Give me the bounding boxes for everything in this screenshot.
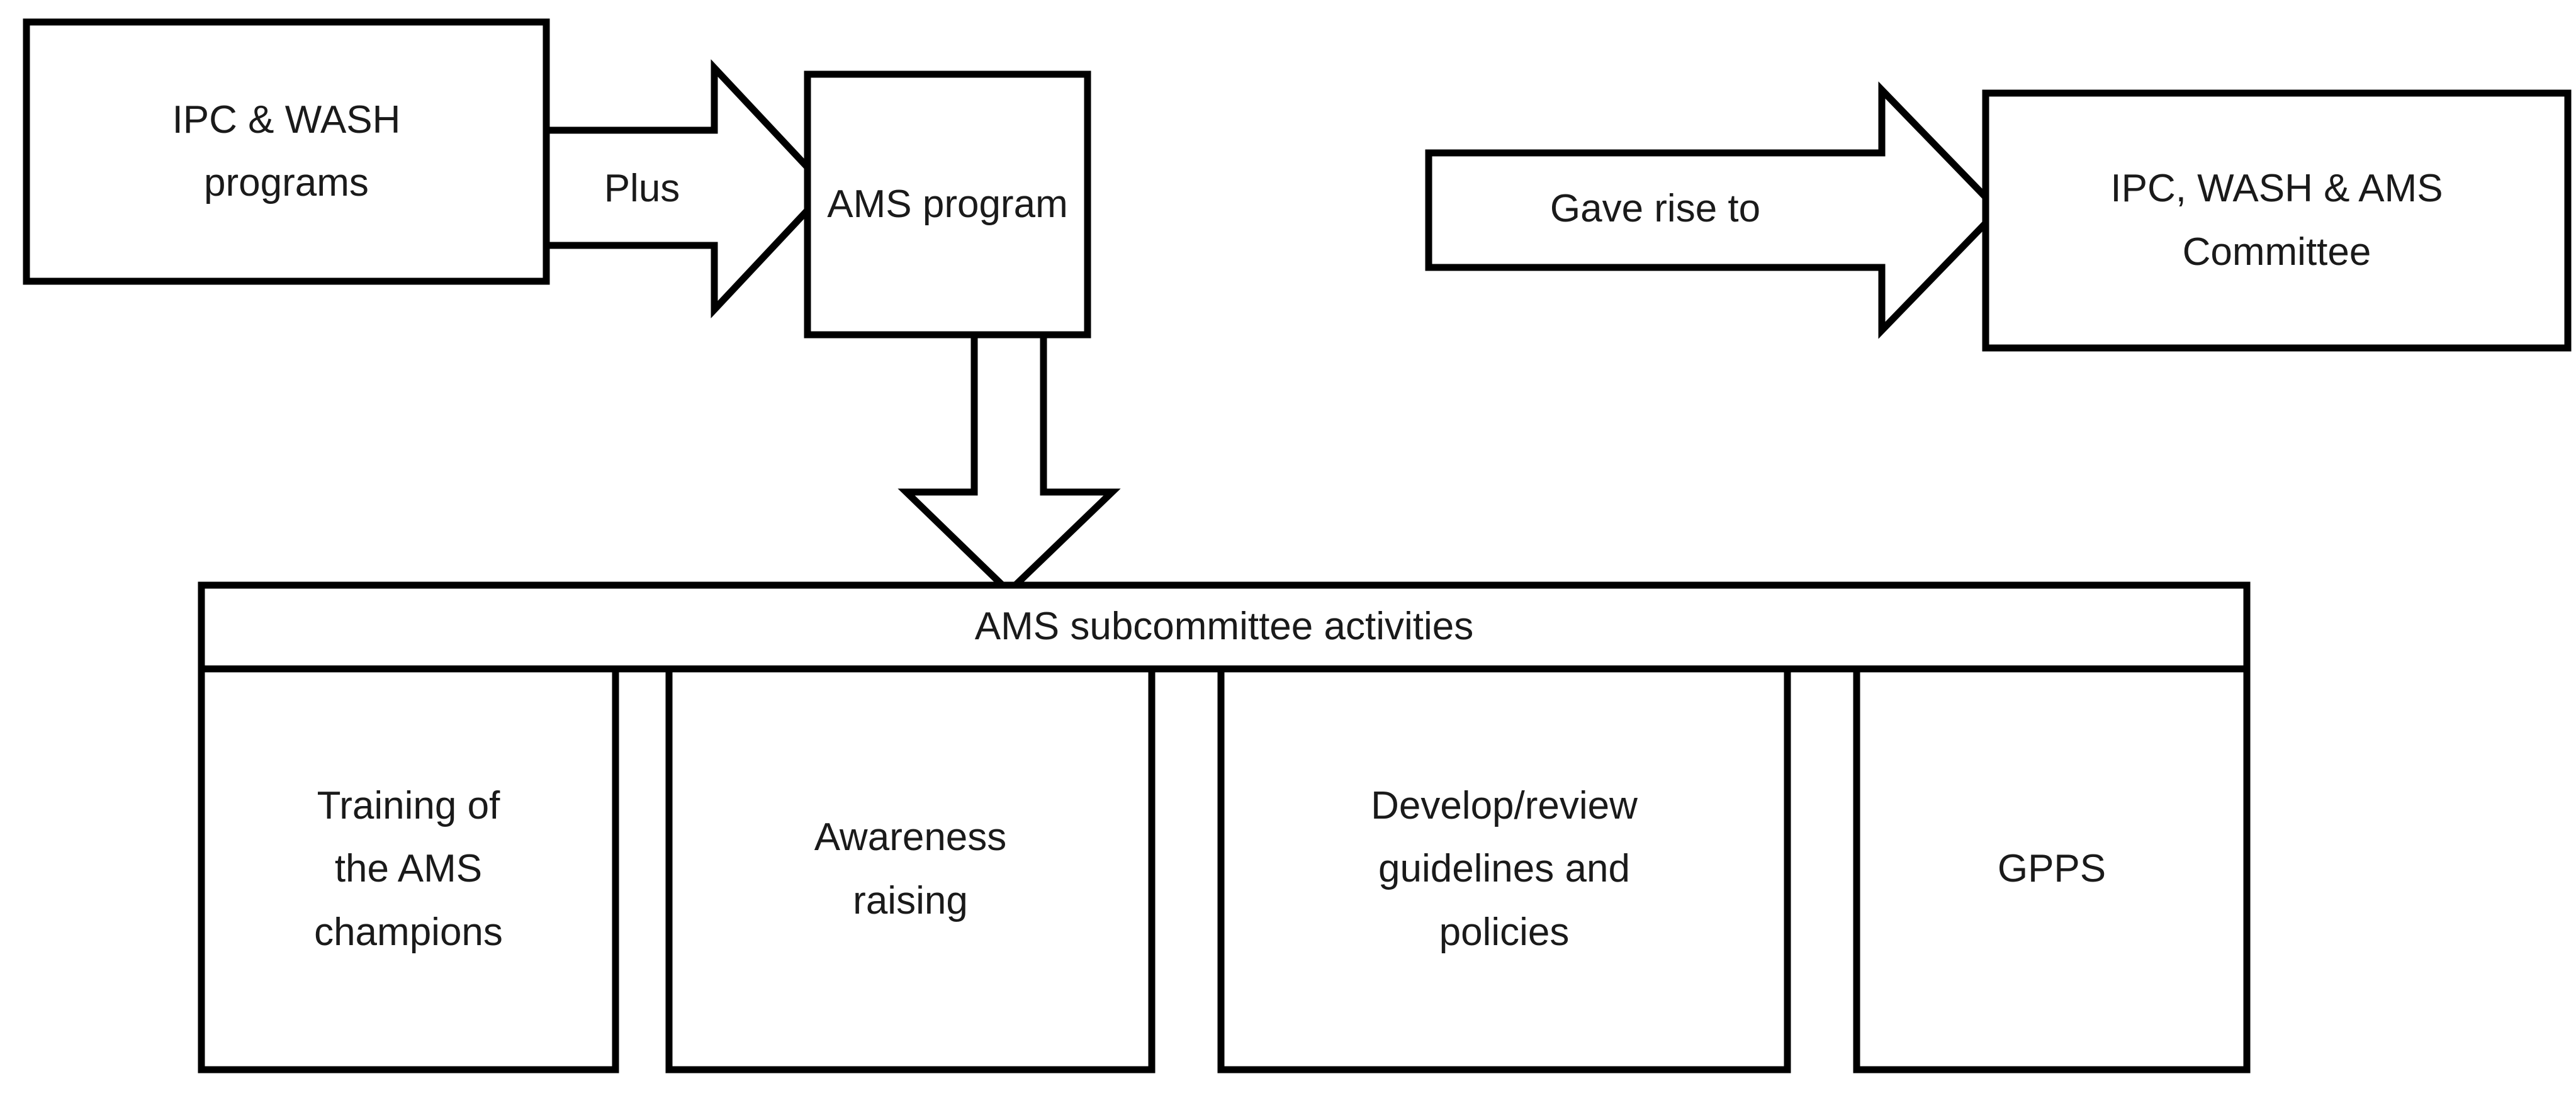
node-ipc-wash-ams-committee [1982, 89, 2572, 352]
down-block-arrow [897, 331, 1121, 597]
gave-rise-to-block-arrow [1425, 81, 2003, 339]
node-training-ams-champions [198, 665, 619, 1073]
label-gave-rise-to-arrow: Gave rise to [1550, 186, 1761, 230]
node-develop-review-guidelines [1217, 665, 1791, 1073]
node-gpps [1853, 665, 2251, 1073]
plus-block-arrow [543, 59, 833, 318]
node-awareness-raising [665, 665, 1156, 1073]
node-ams-program [804, 70, 1091, 339]
node-ams-subcommittee-activities [198, 581, 2251, 673]
node-ipc-wash-programs [23, 18, 550, 285]
label-plus-arrow: Plus [604, 166, 680, 210]
